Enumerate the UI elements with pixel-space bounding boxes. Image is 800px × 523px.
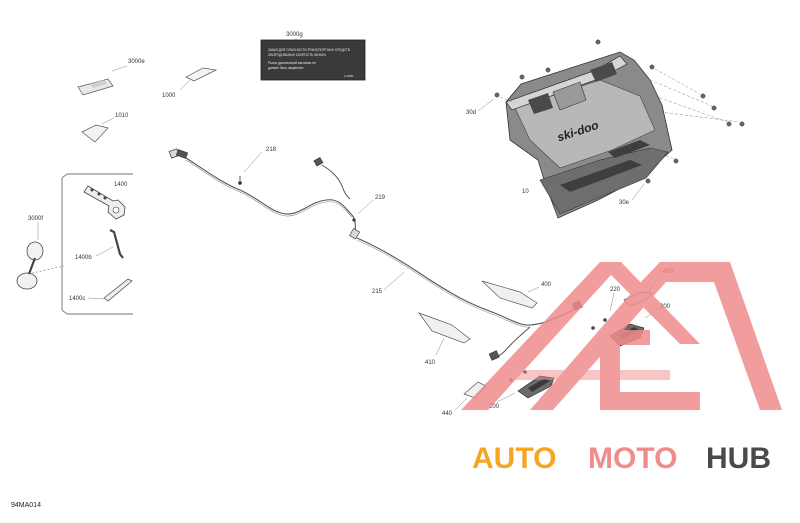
hood-screws — [494, 39, 745, 184]
callout-410: 410 — [425, 360, 436, 366]
part-10-rear-panel: ski-doo — [505, 51, 673, 219]
callout-3000f: 3000f — [28, 216, 43, 222]
watermark-logo — [461, 262, 782, 410]
part-1000-reflector — [179, 67, 218, 91]
callout-215: 215 — [372, 289, 383, 295]
callout-200-lower: 200 — [489, 404, 500, 410]
watermark-auto: AUTO — [472, 442, 556, 475]
part-410-reflector — [418, 312, 471, 356]
callout-30e: 30e — [619, 200, 630, 206]
part-3000f-mirror — [16, 241, 65, 290]
part-1010-sticker — [81, 117, 115, 143]
callout-30d: 30d — [466, 110, 476, 116]
callout-440: 440 — [442, 411, 453, 417]
toolkit-bracket — [61, 173, 133, 315]
part-1400b-key — [95, 229, 124, 259]
callout-10: 10 — [522, 189, 529, 195]
part-218-harness — [168, 148, 356, 237]
callout-219: 219 — [375, 195, 386, 201]
watermark-moto: MOTO — [588, 442, 677, 475]
part-400-reflector — [481, 280, 540, 309]
callout-1000: 1000 — [162, 93, 176, 99]
callout-1400c: 1400c — [69, 296, 85, 302]
callout-218: 218 — [266, 147, 277, 153]
callout-400: 400 — [541, 282, 552, 288]
callout-220: 220 — [610, 287, 621, 293]
decal-3000g: ЗАКАЗ ДЛЯ ОПАСНОСТИ ТРАНСПОРТНЫХ СРЕДСТВ… — [260, 39, 366, 81]
watermark-hub: HUB — [706, 442, 771, 475]
watermark-text: AUTO MOTO HUB — [472, 442, 771, 475]
callout-200-upper: 200 — [660, 304, 671, 310]
decal-code: 1-0250 — [344, 74, 354, 78]
decal-line-4: должен быть закреплен — [268, 66, 304, 70]
part-1400c-strip — [87, 278, 133, 302]
part-1400-wrench — [83, 185, 126, 220]
callout-3000g: 3000g — [286, 32, 303, 38]
decal-line-1: ЗАКАЗ ДЛЯ ОПАСНОСТИ ТРАНСПОРТНЫХ СРЕДСТВ — [268, 48, 350, 52]
diagram-id: 94MA014 — [11, 502, 41, 509]
callout-1010: 1010 — [115, 113, 129, 119]
part-3000e-sticker — [77, 65, 128, 96]
callout-1400b: 1400b — [75, 255, 92, 261]
decal-line-2: ОБОРУДОВАНЫХ СКОРОСТЬ 56 КМ/Ч — [268, 53, 326, 57]
callout-1400: 1400 — [114, 182, 128, 188]
hood-leader-lines — [499, 68, 741, 160]
decal-line-3: Рычаг дроссельной заслонки не — [268, 61, 316, 65]
callout-3000e: 3000e — [128, 59, 145, 65]
